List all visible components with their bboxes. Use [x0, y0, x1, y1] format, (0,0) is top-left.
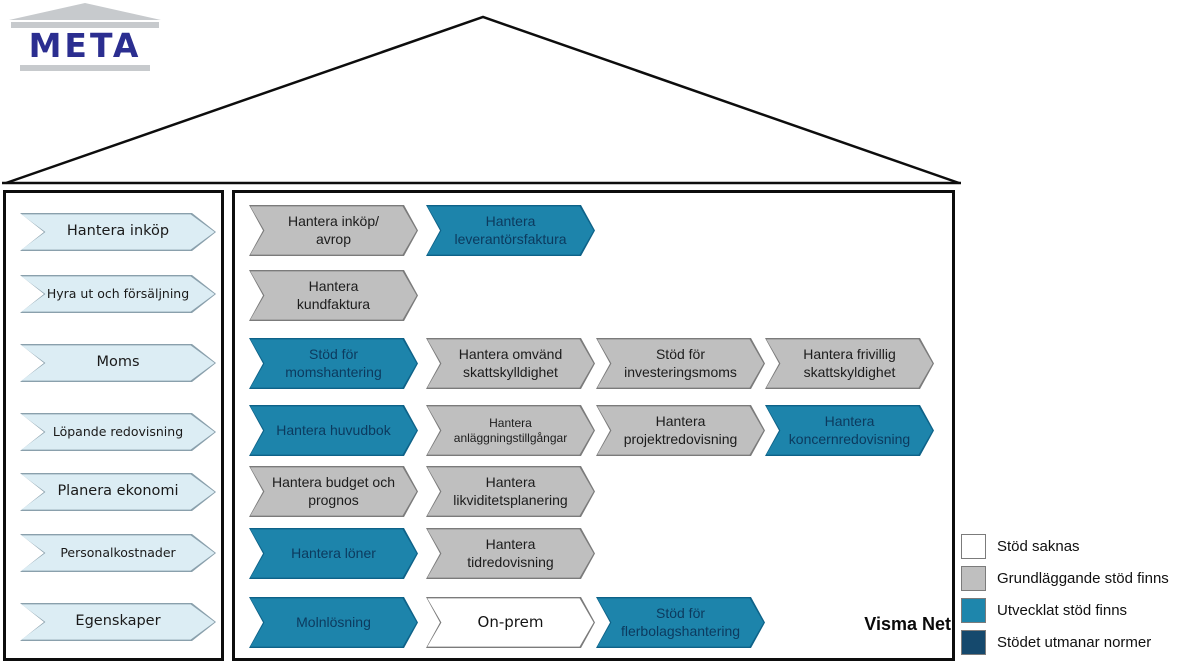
meta-logo-bar	[11, 22, 159, 28]
legend-item-basic-support: Grundläggande stöd finns	[961, 566, 1169, 591]
process-chevron-label: Hantera kundfaktura	[296, 278, 371, 312]
process-chevron: Hantera anläggningstillgångar	[426, 405, 595, 456]
sidebar-chevron-hyra-ut: Hyra ut och försäljning	[20, 275, 216, 313]
sidebar-chevron-label: Planera ekonomi	[57, 483, 179, 500]
process-chevron: Hantera inköp/ avrop	[249, 205, 418, 256]
process-chevron: Hantera huvudbok	[249, 405, 418, 456]
legend-swatch-teal	[961, 598, 986, 623]
process-chevron: Hantera kundfaktura	[249, 270, 418, 321]
process-chevron-label: Stöd för momshantering	[285, 346, 382, 380]
process-chevron: Hantera frivillig skattskyldighet	[765, 338, 934, 389]
process-chevron-label: Hantera inköp/ avrop	[287, 213, 380, 247]
sidebar-chevron-label: Personalkostnader	[60, 545, 176, 561]
legend-label: Stödet utmanar normer	[997, 634, 1152, 651]
process-chevron: Hantera löner	[249, 528, 418, 579]
process-chevron: Hantera omvänd skattskylldighet	[426, 338, 595, 389]
sidebar-chevron-label: Moms	[96, 354, 140, 371]
process-chevron-label: Stöd för investeringsmoms	[624, 346, 737, 380]
sidebar-chevron-moms: Moms	[20, 344, 216, 382]
sidebar-chevron-label: Egenskaper	[75, 613, 161, 630]
main-panel: Hantera inköp/ avrop Hantera leverantörs…	[232, 190, 955, 661]
legend-item-no-support: Stöd saknas	[961, 534, 1169, 559]
process-chevron-label: Hantera tidredovisning	[467, 536, 554, 570]
legend-label: Stöd saknas	[997, 538, 1080, 555]
process-chevron-label: Hantera löner	[291, 544, 376, 561]
process-chevron-label: On-prem	[477, 613, 544, 632]
meta-logo-bar	[20, 65, 150, 71]
process-chevron: On-prem	[426, 597, 595, 648]
legend-item-developed-support: Utvecklat stöd finns	[961, 598, 1169, 623]
process-chevron: Molnlösning	[249, 597, 418, 648]
legend-label: Utvecklat stöd finns	[997, 602, 1128, 619]
process-chevron-label: Hantera koncernredovisning	[788, 413, 911, 447]
sidebar-chevron-planera-ekonomi: Planera ekonomi	[20, 473, 216, 511]
process-chevron-label: Hantera omvänd skattskylldighet	[458, 346, 563, 380]
legend-label: Grundläggande stöd finns	[997, 570, 1169, 587]
legend-swatch-navy	[961, 630, 986, 655]
process-chevron: Hantera leverantörsfaktura	[426, 205, 595, 256]
sidebar-chevron-label: Löpande redovisning	[52, 424, 184, 440]
meta-logo-text: META	[28, 26, 142, 65]
process-chevron-label: Hantera huvudbok	[276, 421, 391, 438]
process-chevron-label: Hantera frivillig skattskyldighet	[803, 346, 896, 380]
process-chevron-label: Stöd för flerbolagshantering	[620, 605, 741, 639]
process-chevron-label: Hantera anläggningstillgångar	[453, 415, 568, 445]
capability-sidebar: Hantera inköp Hyra ut och försäljning Mo…	[3, 190, 224, 661]
process-chevron-label: Hantera likviditetsplanering	[453, 474, 568, 508]
legend-swatch-gray	[961, 566, 986, 591]
sidebar-chevron-label: Hyra ut och försäljning	[46, 286, 190, 302]
meta-logo-pediment-icon	[9, 3, 161, 20]
sidebar-chevron-label: Hantera inköp	[66, 223, 170, 240]
legend: Stöd saknas Grundläggande stöd finns Utv…	[961, 534, 1169, 662]
process-chevron: Hantera likviditetsplanering	[426, 466, 595, 517]
sidebar-chevron-lopande-redovisning: Löpande redovisning	[20, 413, 216, 451]
process-chevron: Hantera budget och prognos	[249, 466, 418, 517]
sidebar-chevron-hantera-inkop: Hantera inköp	[20, 213, 216, 251]
meta-logo: META	[6, 3, 164, 71]
process-chevron-label: Hantera projektredovisning	[623, 413, 738, 447]
process-chevron: Stöd för momshantering	[249, 338, 418, 389]
process-chevron-label: Hantera leverantörsfaktura	[454, 213, 567, 247]
legend-item-challenging-support: Stödet utmanar normer	[961, 630, 1169, 655]
legend-swatch-white	[961, 534, 986, 559]
process-chevron: Stöd för investeringsmoms	[596, 338, 765, 389]
process-chevron: Stöd för flerbolagshantering	[596, 597, 765, 648]
process-chevron-label: Hantera budget och prognos	[272, 474, 395, 508]
sidebar-chevron-egenskaper: Egenskaper	[20, 603, 216, 641]
process-chevron: Hantera tidredovisning	[426, 528, 595, 579]
process-chevron: Hantera projektredovisning	[596, 405, 765, 456]
sidebar-chevron-personalkostnader: Personalkostnader	[20, 534, 216, 572]
process-chevron-label: Molnlösning	[296, 613, 371, 630]
process-chevron: Hantera koncernredovisning	[765, 405, 934, 456]
visma-net-label: Visma Net	[864, 614, 951, 634]
